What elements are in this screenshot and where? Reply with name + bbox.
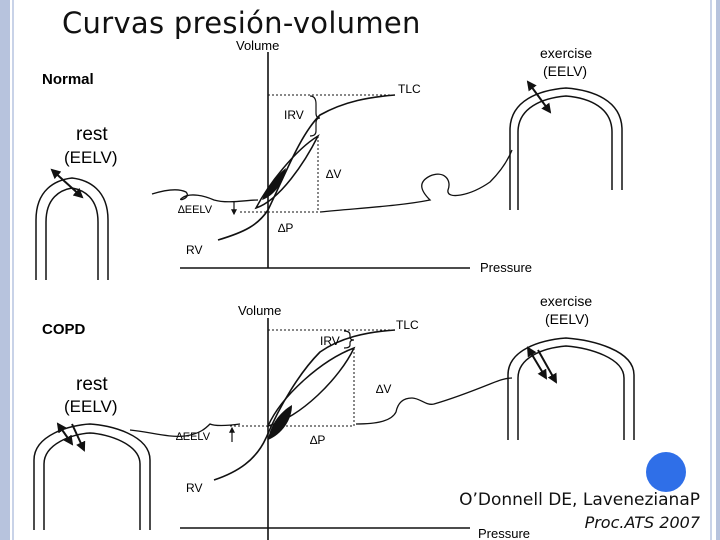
slide-frame-right [716,0,720,540]
normal-rest-label: rest [76,124,108,145]
copd-exercise-chest-icon [507,337,635,440]
citation-authors: O’Donnell DE, LavenezianaP [459,490,700,510]
slide-title: Curvas presión-volumen [62,6,421,40]
copd-exercise-label: exercise [540,293,592,309]
copd-volume-label: Volume [238,303,281,318]
normal-rest-chest-icon [35,177,109,280]
copd-rest-eelv-label: (EELV) [64,397,118,416]
normal-exercise-chest-icon [509,87,623,210]
normal-tlc-label: TLC [398,82,421,96]
normal-pv-curve [217,94,396,241]
copd-panel: COPD Volume Pressure TLC IRV ∆V ∆EELV ∆P… [33,293,635,540]
copd-irv-label: IRV [320,334,340,348]
normal-delta-v-label: ∆V [326,167,341,181]
copd-rest-chest-icon [33,423,151,530]
copd-rv-label: RV [186,481,202,495]
normal-heading: Normal [42,71,94,88]
copd-pv-curve [213,329,396,481]
normal-delta-p-label: ∆P [278,221,293,235]
normal-rest-eelv-label: (EELV) [64,148,118,167]
copd-exercise-arrow-a-icon [526,346,548,380]
normal-volume-label: Volume [236,38,279,53]
normal-exercise-label: exercise [540,45,592,61]
normal-rv-label: RV [186,243,202,257]
normal-exercise-arrow-icon [526,80,552,114]
accent-dot [646,452,686,492]
copd-pressure-label: Pressure [478,526,530,540]
copd-delta-v-label: ∆V [376,382,391,396]
normal-panel: Normal Volume Pressure TLC IRV ∆V ∆EELV … [35,38,623,280]
copd-rest-label: rest [76,374,108,395]
normal-irv-label: IRV [284,108,304,122]
copd-exercise-arrow-b-icon [537,349,557,384]
copd-rest-arrow-a-icon [56,422,74,446]
normal-resting-loop [262,168,286,200]
normal-exercise-connector [319,149,513,213]
copd-exercise-connector [355,377,513,425]
copd-heading: COPD [42,321,86,338]
normal-exercise-eelv-label: (EELV) [543,63,587,79]
copd-rest-arrow-b-icon [71,423,86,452]
citation: O’Donnell DE, LavenezianaP Proc.ATS 2007 [459,490,700,532]
normal-rest-connector [151,189,259,203]
copd-delta-eelv-label: ∆EELV [176,431,211,443]
normal-irv-brace [309,95,321,137]
copd-irv-brace [343,330,355,349]
copd-resting-loop [268,405,292,440]
slide-frame-right-line [710,0,712,540]
copd-rest-connector [129,423,241,438]
citation-journal: Proc.ATS 2007 [584,513,700,532]
copd-tlc-label: TLC [396,318,419,332]
normal-rest-arrow-icon [50,168,84,199]
normal-delta-eelv-label: ∆EELV [178,204,213,216]
slide-frame-left [0,0,10,540]
normal-pressure-label: Pressure [480,260,532,275]
copd-delta-p-label: ∆P [310,433,325,447]
slide-frame-left-line [12,0,14,540]
copd-exercise-eelv-label: (EELV) [545,311,589,327]
